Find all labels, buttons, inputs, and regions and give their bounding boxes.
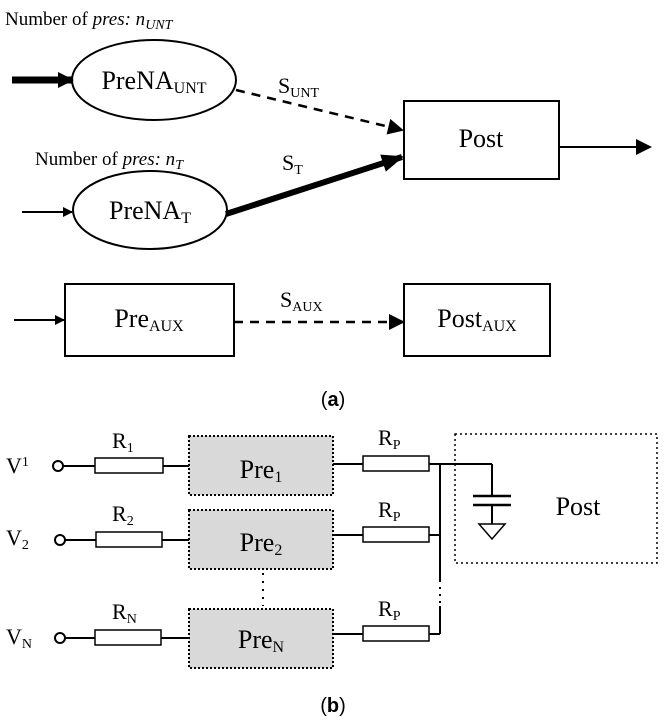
s-aux-label: SAUX bbox=[280, 287, 323, 315]
prena-t-node bbox=[72, 170, 228, 250]
post-node bbox=[403, 100, 560, 180]
panel-a-caption: (a) bbox=[321, 389, 345, 411]
pre-aux-label: PreAUX bbox=[114, 304, 184, 335]
pre2-label: Pre2 bbox=[240, 528, 283, 559]
rp2-label: RP bbox=[378, 497, 401, 525]
pre1-block bbox=[188, 435, 334, 496]
unt-count-label: Number of pres: nUNT bbox=[5, 9, 174, 33]
rn-label: RN bbox=[112, 599, 137, 627]
panel-b: V1 R1 Pre1 RP V2 R2 Pre2 RP bbox=[6, 425, 658, 717]
rp1-resistor bbox=[362, 455, 430, 472]
rn-resistor bbox=[94, 629, 162, 646]
rp1-label: RP bbox=[378, 425, 401, 453]
v1-terminal bbox=[52, 460, 64, 472]
pre2-block bbox=[188, 509, 334, 570]
r2-label: R2 bbox=[112, 501, 134, 529]
post-neuron-label: Post bbox=[556, 492, 602, 521]
panel-b-caption: (b) bbox=[320, 695, 346, 717]
rpn-resistor bbox=[362, 625, 430, 642]
s-t-label: ST bbox=[282, 150, 303, 178]
pre1-label: Pre1 bbox=[240, 455, 283, 486]
pren-label: PreN bbox=[238, 625, 285, 656]
prena-unt-label: PreNAUNT bbox=[101, 66, 206, 97]
v2-terminal bbox=[54, 534, 66, 546]
panel-a: Number of pres: nUNT PreNAUNT SUNT Post … bbox=[5, 9, 652, 411]
s-unt-synapse-arrow bbox=[235, 88, 404, 135]
post-neuron-box bbox=[454, 433, 658, 564]
t-count-label: Number of pres: nT bbox=[35, 149, 184, 173]
rp2-resistor bbox=[362, 526, 430, 543]
rpn-label: RP bbox=[378, 596, 401, 624]
vn-terminal bbox=[54, 632, 66, 644]
circuit-row-n: VN RN PreN RP bbox=[6, 596, 440, 669]
r1-resistor bbox=[94, 457, 164, 474]
v2-label: V2 bbox=[6, 525, 29, 553]
pren-block bbox=[188, 608, 334, 669]
circuit-row-2: V2 R2 Pre2 RP bbox=[6, 497, 440, 570]
post-aux-node bbox=[403, 283, 551, 357]
s-unt-label: SUNT bbox=[278, 73, 319, 101]
r1-label: R1 bbox=[112, 428, 134, 456]
circuit-row-1: V1 R1 Pre1 RP bbox=[6, 425, 492, 496]
pre-aux-node bbox=[64, 283, 235, 357]
v1-label: V1 bbox=[6, 453, 29, 478]
post-label: Post bbox=[459, 124, 505, 153]
prena-t-label: PreNAT bbox=[109, 196, 191, 227]
ground-icon bbox=[477, 523, 507, 541]
s-t-synapse-arrow bbox=[225, 154, 404, 217]
vn-label: VN bbox=[6, 624, 32, 652]
r2-resistor bbox=[95, 531, 163, 548]
post-aux-label: PostAUX bbox=[437, 304, 517, 335]
